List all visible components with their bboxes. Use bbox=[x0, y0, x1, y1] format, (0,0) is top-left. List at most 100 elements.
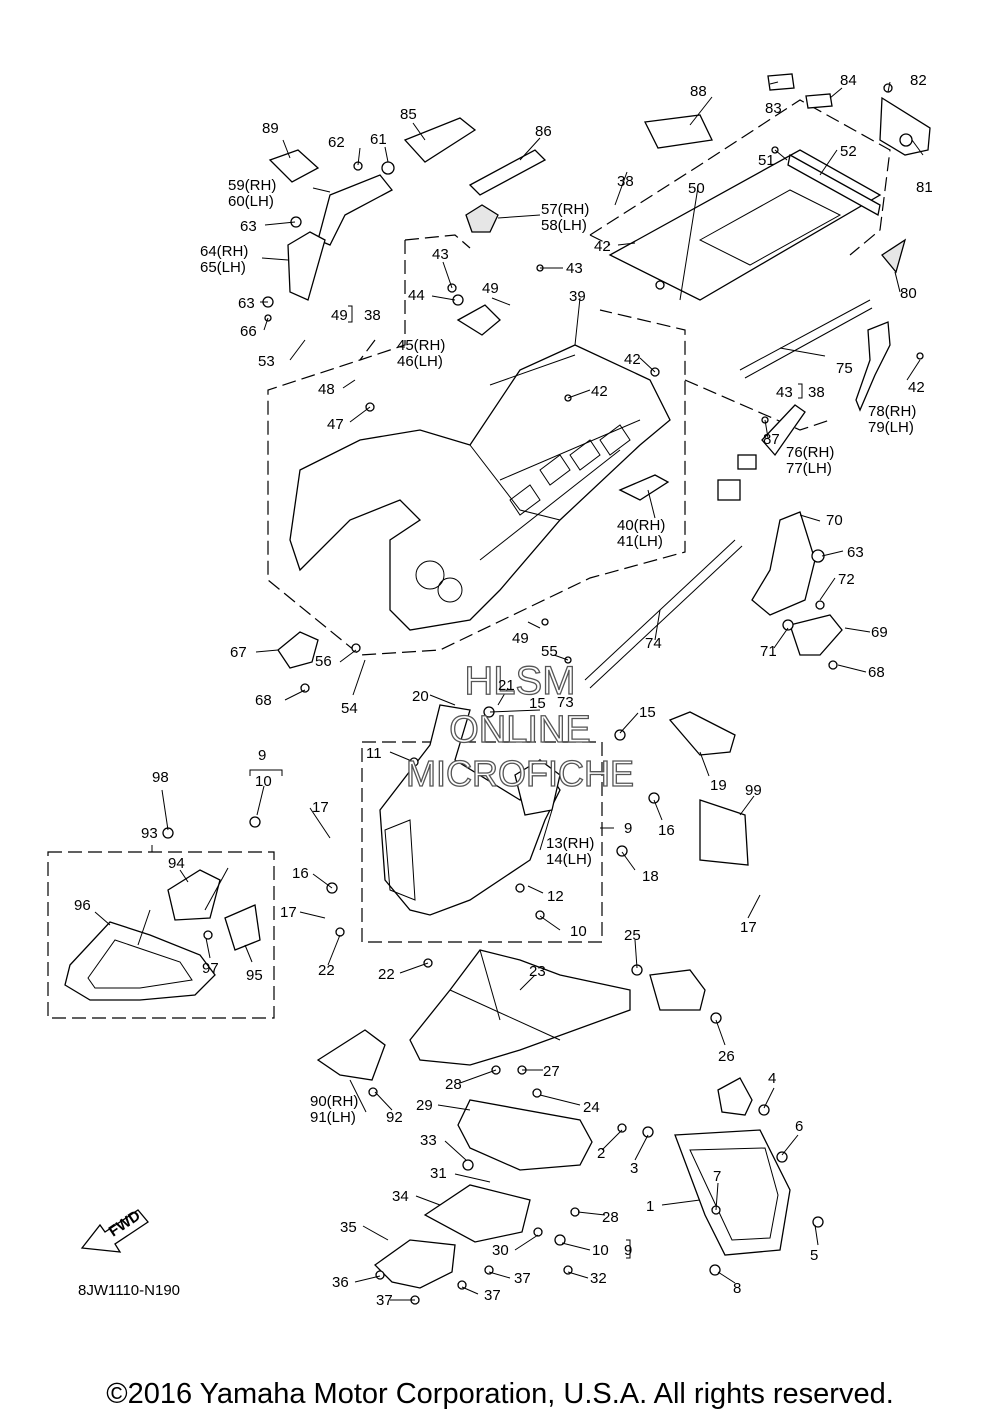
leader-lines bbox=[94, 81, 924, 1301]
callout-42-d: 42 bbox=[908, 379, 925, 396]
callout-64: 64(RH) bbox=[200, 243, 248, 260]
callout-55: 55 bbox=[541, 643, 558, 660]
callout-44: 44 bbox=[408, 287, 425, 304]
callout-72: 72 bbox=[838, 571, 855, 588]
callout-13: 13(RH) bbox=[546, 835, 594, 852]
callout-61: 61 bbox=[370, 131, 387, 148]
callout-37-a: 37 bbox=[514, 1270, 531, 1287]
callout-12: 12 bbox=[547, 888, 564, 905]
callout-53: 53 bbox=[258, 353, 275, 370]
group-outlines bbox=[47, 99, 891, 1019]
callout-27: 27 bbox=[543, 1063, 560, 1080]
callout-2: 2 bbox=[597, 1145, 605, 1162]
callout-9-bottom: 9 bbox=[624, 1242, 632, 1259]
callout-75: 75 bbox=[836, 360, 853, 377]
callout-89: 89 bbox=[262, 120, 279, 137]
callout-40: 40(RH) bbox=[617, 517, 665, 534]
callout-63-right: 63 bbox=[847, 544, 864, 561]
callout-81: 81 bbox=[916, 179, 933, 196]
callout-78: 78(RH) bbox=[868, 403, 916, 420]
callout-16-right: 16 bbox=[658, 822, 675, 839]
callout-17-a: 17 bbox=[312, 799, 329, 816]
callout-47: 47 bbox=[327, 416, 344, 433]
callout-26: 26 bbox=[718, 1048, 735, 1065]
callout-41: 41(LH) bbox=[617, 533, 663, 550]
callout-31: 31 bbox=[430, 1165, 447, 1182]
callout-73: 73 bbox=[557, 694, 574, 711]
callout-68-right: 68 bbox=[868, 664, 885, 681]
diagram-code: 8JW1110-N190 bbox=[78, 1282, 180, 1299]
callout-54: 54 bbox=[341, 700, 358, 717]
callout-91: 91(LH) bbox=[310, 1109, 356, 1126]
callout-74: 74 bbox=[645, 635, 662, 652]
callout-93: 93 bbox=[141, 825, 158, 842]
callout-57: 57(RH) bbox=[541, 201, 589, 218]
callout-17-b: 17 bbox=[280, 904, 297, 921]
callout-38-b: 38 bbox=[364, 307, 381, 324]
callout-95: 95 bbox=[246, 967, 263, 984]
callout-9-left: 9 bbox=[258, 747, 266, 764]
callout-36: 36 bbox=[332, 1274, 349, 1291]
callout-87: 87 bbox=[763, 431, 780, 448]
callout-43-b: 43 bbox=[432, 246, 449, 263]
callout-58: 58(LH) bbox=[541, 217, 587, 234]
callout-9-mid: 9 bbox=[624, 820, 632, 837]
callout-22-b: 22 bbox=[378, 966, 395, 983]
callout-14: 14(LH) bbox=[546, 851, 592, 868]
callout-90: 90(RH) bbox=[310, 1093, 358, 1110]
callout-8: 8 bbox=[733, 1280, 741, 1297]
callout-29: 29 bbox=[416, 1097, 433, 1114]
callout-43-c: 43 bbox=[776, 384, 793, 401]
callout-86: 86 bbox=[535, 123, 552, 140]
callout-24: 24 bbox=[583, 1099, 600, 1116]
callout-82: 82 bbox=[910, 72, 927, 89]
callout-labels: 88 83 84 82 81 85 86 89 62 61 59(RH) 60(… bbox=[74, 72, 933, 1309]
callout-19: 19 bbox=[710, 777, 727, 794]
callout-42-c: 42 bbox=[624, 351, 641, 368]
callout-28-a: 28 bbox=[445, 1076, 462, 1093]
callout-80: 80 bbox=[900, 285, 917, 302]
callout-92: 92 bbox=[386, 1109, 403, 1126]
callout-10-left: 10 bbox=[255, 773, 272, 790]
callout-45: 45(RH) bbox=[397, 337, 445, 354]
callout-37-c: 37 bbox=[484, 1287, 501, 1304]
callout-10-mid: 10 bbox=[570, 923, 587, 940]
callout-83: 83 bbox=[765, 100, 782, 117]
callout-25: 25 bbox=[624, 927, 641, 944]
fasteners bbox=[162, 83, 924, 1305]
callout-42-a: 42 bbox=[594, 238, 611, 255]
callout-69: 69 bbox=[871, 624, 888, 641]
callout-63-mid: 63 bbox=[238, 295, 255, 312]
copyright-footer: ©2016 Yamaha Motor Corporation, U.S.A. A… bbox=[106, 1378, 894, 1410]
callout-18: 18 bbox=[642, 868, 659, 885]
callout-85: 85 bbox=[400, 106, 417, 123]
callout-33: 33 bbox=[420, 1132, 437, 1149]
callout-96: 96 bbox=[74, 897, 91, 914]
callout-49-c: 49 bbox=[512, 630, 529, 647]
callout-65: 65(LH) bbox=[200, 259, 246, 276]
callout-51: 51 bbox=[758, 152, 775, 169]
callout-88: 88 bbox=[690, 83, 707, 100]
callout-11: 11 bbox=[366, 745, 382, 762]
callout-38-top: 38 bbox=[617, 173, 634, 190]
callout-22-a: 22 bbox=[318, 962, 335, 979]
decal-88 bbox=[644, 114, 713, 149]
callout-67: 67 bbox=[230, 644, 247, 661]
callout-94: 94 bbox=[168, 855, 185, 872]
callout-77: 77(LH) bbox=[786, 460, 832, 477]
callout-7: 7 bbox=[713, 1168, 721, 1185]
watermark-line-2: ONLINE bbox=[449, 709, 590, 751]
callout-70: 70 bbox=[826, 512, 843, 529]
callout-32: 32 bbox=[590, 1270, 607, 1287]
callout-99: 99 bbox=[745, 782, 762, 799]
callout-37-b: 37 bbox=[376, 1292, 393, 1309]
callout-68-left: 68 bbox=[255, 692, 272, 709]
callout-98: 98 bbox=[152, 769, 169, 786]
callout-97: 97 bbox=[202, 960, 219, 977]
callout-52: 52 bbox=[840, 143, 857, 160]
callout-38-c: 38 bbox=[808, 384, 825, 401]
callout-62: 62 bbox=[328, 134, 345, 151]
callout-42-b: 42 bbox=[591, 383, 608, 400]
